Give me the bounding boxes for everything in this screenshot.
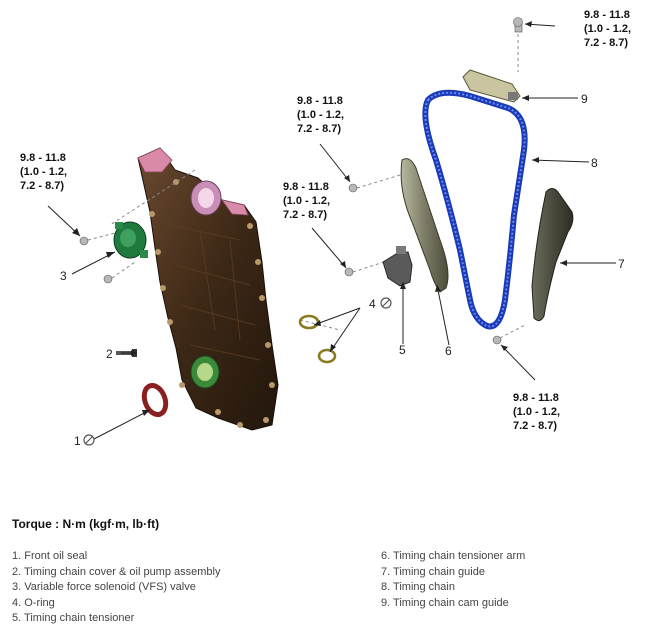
torque-heading: Torque : N·m (kgf·m, lb·ft) (12, 517, 160, 531)
svg-text:7.2 - 8.7): 7.2 - 8.7) (20, 180, 64, 192)
legend-item: 7. Timing chain guide (381, 565, 485, 578)
torque-spec-1: 9.8 - 11.8 (1.0 - 1.2, 7.2 - 8.7) (20, 152, 67, 192)
timing-chain-tensioner (382, 246, 413, 287)
callout-5: 5 (399, 343, 406, 357)
timing-chain-cam-guide (462, 69, 521, 103)
svg-text:9.8 - 11.8: 9.8 - 11.8 (297, 95, 343, 107)
svg-text:7.2 - 8.7): 7.2 - 8.7) (513, 420, 557, 432)
torque-spec-4: 9.8 - 11.8 (1.0 - 1.2, 7.2 - 8.7) (584, 9, 631, 49)
legend-item: 4. O-ring (12, 596, 55, 609)
small-bolts (79, 17, 523, 345)
legend-item: 2. Timing chain cover & oil pump assembl… (12, 565, 221, 578)
svg-text:7.2 - 8.7): 7.2 - 8.7) (297, 123, 341, 135)
timing-chain-guide (531, 188, 574, 322)
svg-text:(1.0 - 1.2,: (1.0 - 1.2, (584, 23, 631, 35)
svg-text:(1.0 - 1.2,: (1.0 - 1.2, (283, 195, 330, 207)
legend-item: 9. Timing chain cam guide (381, 596, 509, 609)
svg-text:7.2 - 8.7): 7.2 - 8.7) (584, 37, 628, 49)
svg-text:(1.0 - 1.2,: (1.0 - 1.2, (297, 109, 344, 121)
timing-chain-cover (137, 147, 279, 431)
callout-6: 6 (445, 344, 452, 358)
legend-item: 3. Variable force solenoid (VFS) valve (12, 581, 196, 593)
torque-spec-3: 9.8 - 11.8 (1.0 - 1.2, 7.2 - 8.7) (283, 181, 330, 221)
callout-1: 1 (74, 434, 81, 448)
callout-3: 3 (60, 269, 67, 283)
diagram-svg: 9.8 - 11.8 (1.0 - 1.2, 7.2 - 8.7) 9.8 - … (20, 9, 631, 448)
legend-item: 1. Front oil seal (12, 550, 88, 562)
front-oil-seal (141, 382, 169, 418)
svg-text:9.8 - 11.8: 9.8 - 11.8 (20, 152, 66, 164)
legend-left: 1. Front oil seal 2. Timing chain cover … (12, 549, 220, 627)
torque-spec-5: 9.8 - 11.8 (1.0 - 1.2, 7.2 - 8.7) (513, 392, 560, 432)
svg-text:7.2 - 8.7): 7.2 - 8.7) (283, 209, 327, 221)
callout-7: 7 (618, 257, 625, 271)
torque-spec-2: 9.8 - 11.8 (1.0 - 1.2, 7.2 - 8.7) (297, 95, 344, 135)
svg-text:9.8 - 11.8: 9.8 - 11.8 (584, 9, 630, 21)
legend-right: 6. Timing chain tensioner arm 7. Timing … (381, 549, 525, 611)
svg-text:(1.0 - 1.2,: (1.0 - 1.2, (513, 406, 560, 418)
vfs-valve (113, 221, 148, 259)
timing-chain (422, 89, 528, 330)
svg-text:(1.0 - 1.2,: (1.0 - 1.2, (20, 166, 67, 178)
callout-4: 4 (369, 297, 376, 311)
callout-2: 2 (106, 347, 113, 361)
svg-text:9.8 - 11.8: 9.8 - 11.8 (283, 181, 329, 193)
do-not-reuse-icon (83, 297, 392, 446)
callout-9: 9 (581, 92, 588, 106)
svg-text:9.8 - 11.8: 9.8 - 11.8 (513, 392, 559, 404)
legend-item: 5. Timing chain tensioner (12, 612, 135, 624)
timing-chain-tensioner-arm (400, 158, 449, 293)
legend-item: 8. Timing chain (381, 581, 455, 593)
callout-8: 8 (591, 156, 598, 170)
arrowheads (72, 21, 567, 416)
legend-item: 6. Timing chain tensioner arm (381, 550, 526, 562)
